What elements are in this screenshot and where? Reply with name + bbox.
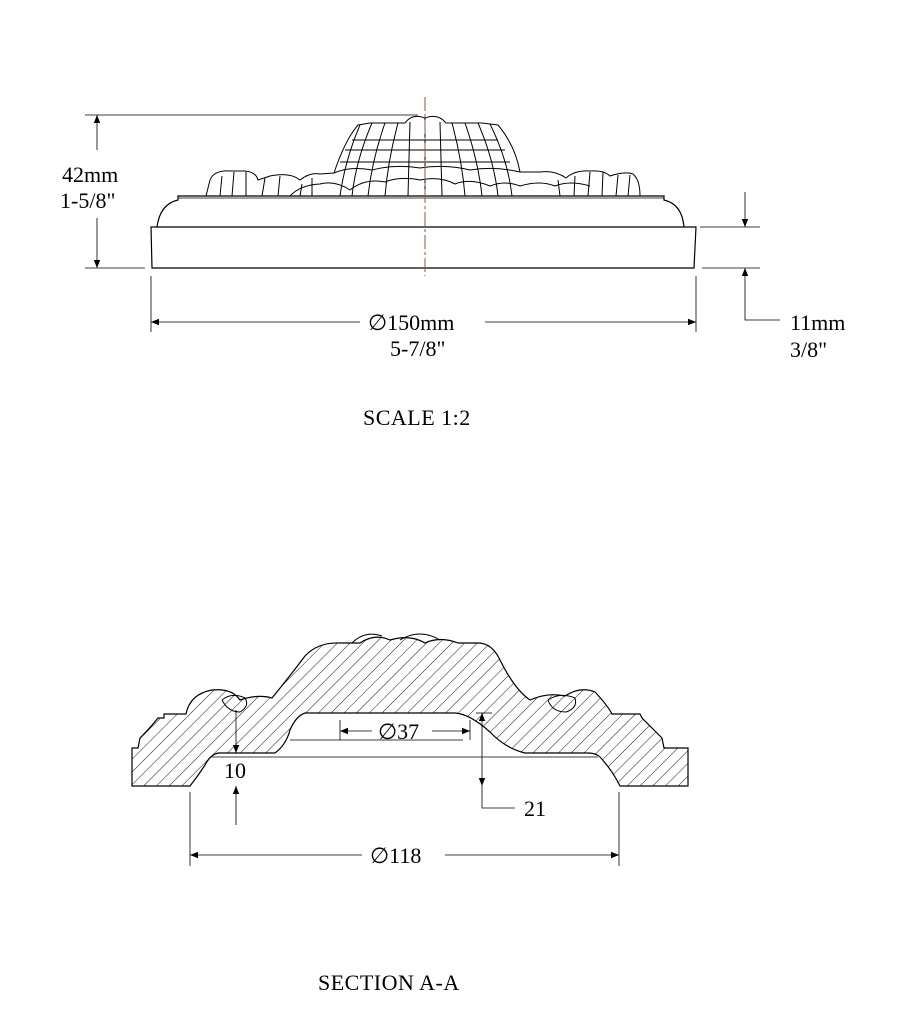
base-plinth bbox=[150, 226, 697, 269]
cove-molding bbox=[156, 195, 685, 228]
scale-label: SCALE 1:2 bbox=[363, 405, 471, 430]
section-title: SECTION A-A bbox=[318, 970, 460, 995]
height-mm-label: 42mm bbox=[62, 162, 118, 187]
bottom-diameter-dimension: ∅118 bbox=[189, 792, 620, 868]
inner-diameter-dimension: ∅37 bbox=[290, 719, 471, 744]
thickness-dimension: 10 bbox=[224, 710, 246, 825]
base-in-label: 3/8" bbox=[790, 337, 827, 362]
ornament-dome bbox=[205, 115, 641, 197]
thickness-label: 10 bbox=[224, 758, 246, 783]
diameter-mm-label: ∅150mm bbox=[368, 310, 454, 335]
bottom-diameter-label: ∅118 bbox=[370, 843, 421, 868]
inner-diameter-label: ∅37 bbox=[378, 719, 419, 744]
depth-label: 21 bbox=[524, 796, 546, 821]
height-in-label: 1-5/8" bbox=[60, 188, 115, 213]
base-height-dimension: 11mm 3/8" bbox=[700, 192, 845, 362]
diameter-dimension: ∅150mm 5-7/8" bbox=[150, 276, 697, 361]
section-ornaments bbox=[221, 633, 577, 713]
diameter-in-label: 5-7/8" bbox=[390, 336, 445, 361]
height-dimension: 42mm 1-5/8" bbox=[60, 114, 418, 269]
base-mm-label: 11mm bbox=[790, 310, 845, 335]
section-hatched-body bbox=[131, 636, 689, 787]
elevation-view: 42mm 1-5/8" ∅150mm 5-7/8" 11mm 3/8" SCAL… bbox=[60, 97, 845, 430]
depth-dimension: 21 bbox=[476, 712, 546, 821]
section-view: ∅37 21 10 ∅118 SECTION A-A bbox=[131, 633, 689, 995]
